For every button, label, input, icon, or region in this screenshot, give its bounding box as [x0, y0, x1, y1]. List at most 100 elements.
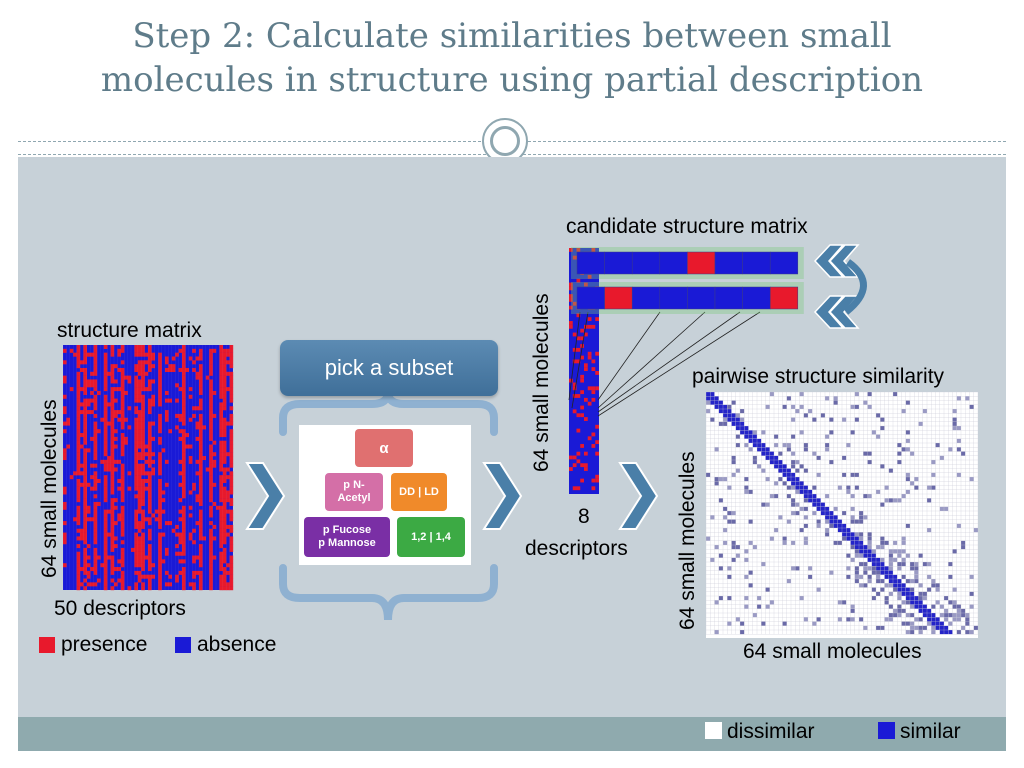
- similarity-cell: [901, 540, 906, 545]
- presence-cell: [83, 448, 87, 453]
- presence-cell: [148, 345, 152, 350]
- connector-line: [597, 311, 741, 413]
- presence-cell: [141, 513, 145, 518]
- presence-cell: [83, 551, 87, 556]
- presence-cell: [178, 429, 183, 434]
- presence-cell: [103, 425, 108, 430]
- similarity-cell: [910, 481, 915, 486]
- presence-cell: [158, 387, 162, 392]
- presence-cell: [209, 398, 213, 403]
- similarity-cell: [905, 430, 910, 435]
- similarity-cell: [880, 426, 885, 431]
- similarity-cell: [825, 519, 830, 524]
- presence-cell: [229, 436, 234, 441]
- presence-cell: [76, 536, 81, 541]
- presence-cell: [141, 417, 145, 422]
- similarity-cell: [931, 460, 936, 465]
- similarity-cell: [880, 570, 885, 575]
- presence-cell: [141, 532, 145, 537]
- presence-cell: [591, 390, 596, 395]
- presence-cell: [192, 482, 196, 487]
- presence-cell: [168, 429, 172, 434]
- similarity-cell: [795, 511, 800, 516]
- presence-cell: [182, 417, 186, 422]
- similarity-cell: [944, 608, 949, 613]
- similarity-cell: [795, 409, 800, 414]
- similarity-cell: [829, 430, 834, 435]
- similarity-cell: [867, 451, 872, 456]
- presence-cell: [222, 417, 227, 422]
- presence-cell: [182, 433, 186, 438]
- presence-cell: [137, 429, 142, 434]
- presence-cell: [199, 551, 203, 556]
- similarity-cell: [918, 600, 923, 605]
- presence-cell: [572, 347, 577, 352]
- presence-cell: [188, 582, 193, 587]
- similarity-cell: [931, 613, 936, 618]
- similarity-cell: [740, 417, 745, 422]
- similarity-cell: [816, 472, 821, 477]
- presence-cell: [114, 505, 118, 510]
- presence-cell: [63, 501, 67, 506]
- presence-cell: [76, 413, 81, 418]
- similarity-cell: [846, 532, 851, 537]
- similarity-cell: [876, 570, 881, 575]
- presence-cell: [178, 348, 183, 353]
- presence-cell: [93, 367, 98, 372]
- presence-cell: [202, 536, 206, 541]
- presence-cell: [120, 475, 125, 480]
- presence-cell: [182, 456, 186, 461]
- presence-cell: [137, 528, 142, 533]
- presence-cell: [86, 410, 91, 415]
- presence-cell: [110, 387, 115, 392]
- presence-cell: [587, 355, 592, 360]
- similarity-cell: [944, 596, 949, 601]
- similarity-cell: [731, 413, 736, 418]
- presence-cell: [83, 563, 87, 568]
- presence-cell: [63, 456, 67, 461]
- presence-cell: [222, 547, 227, 552]
- presence-cell: [158, 471, 162, 476]
- similarity-cell: [786, 519, 791, 524]
- presence-cell: [120, 421, 125, 426]
- presence-cell: [110, 444, 115, 449]
- similarity-cell: [786, 447, 791, 452]
- presence-cell: [148, 521, 152, 526]
- similarity-cell: [922, 608, 927, 613]
- similarity-cell: [791, 511, 796, 516]
- similarity-cell: [812, 451, 817, 456]
- presence-cell: [222, 509, 227, 514]
- presence-cell: [229, 352, 234, 357]
- absence-cell: [631, 251, 661, 275]
- presence-cell: [587, 274, 592, 279]
- similarity-cell: [927, 574, 932, 579]
- similarity-cell: [905, 579, 910, 584]
- presence-cell: [90, 383, 94, 388]
- presence-cell: [103, 387, 108, 392]
- presence-cell: [141, 467, 145, 472]
- presence-cell: [141, 375, 145, 380]
- presence-cell: [120, 540, 125, 545]
- presence-cell: [226, 475, 230, 480]
- presence-cell: [148, 471, 152, 476]
- similarity-cell: [723, 515, 728, 520]
- presence-cell: [103, 559, 108, 564]
- presence-cell: [148, 532, 152, 537]
- similarity-cell: [748, 570, 753, 575]
- presence-cell: [103, 463, 108, 468]
- presence-cell: [134, 582, 138, 587]
- presence-cell: [199, 444, 203, 449]
- presence-cell: [83, 555, 87, 560]
- similarity-cell: [735, 413, 740, 418]
- similarity-cell: [846, 617, 851, 622]
- presence-cell: [110, 498, 115, 503]
- similarity-cell: [893, 579, 898, 584]
- presence-cell: [76, 410, 81, 415]
- presence-cell: [219, 383, 223, 388]
- presence-cell: [93, 436, 98, 441]
- presence-cell: [148, 490, 152, 495]
- similarity-cell: [905, 596, 910, 601]
- similarity-cell: [931, 625, 936, 630]
- similarity-cell: [846, 553, 851, 558]
- presence-cell: [90, 371, 94, 376]
